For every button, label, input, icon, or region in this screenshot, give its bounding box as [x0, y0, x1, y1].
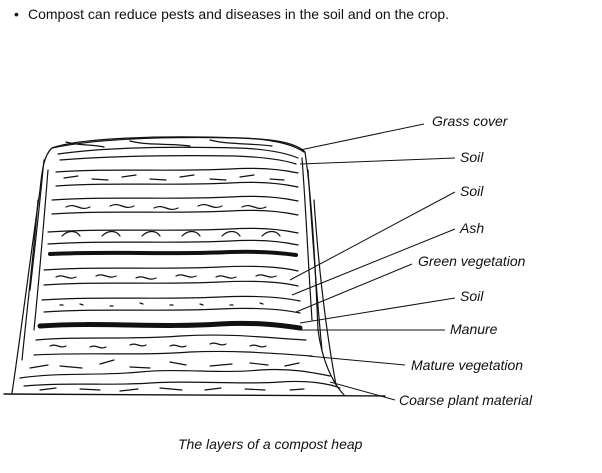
- ash-band: [48, 249, 298, 257]
- soil-top-layer: [55, 167, 299, 188]
- label-mature-vegetation: Mature vegetation: [411, 357, 524, 373]
- leader-coarse-plant: [329, 381, 396, 401]
- soil-lower-layer: [41, 295, 301, 314]
- label-green-vegetation: Green vegetation: [418, 253, 526, 269]
- leader-lines: [289, 123, 456, 401]
- leader-soil-top: [299, 157, 456, 165]
- label-soil-upper: Soil: [460, 183, 484, 199]
- coarse-plant-layer: [19, 359, 341, 392]
- label-soil-top: Soil: [460, 149, 484, 165]
- compost-heap: [3, 136, 386, 397]
- heap-outline: [11, 136, 345, 396]
- leader-green-vegetation: [295, 263, 413, 313]
- leader-grass-cover: [299, 123, 425, 151]
- diagram-caption: The layers of a compost heap: [178, 436, 363, 452]
- label-manure: Manure: [450, 321, 498, 337]
- label-grass-cover: Grass cover: [432, 113, 508, 129]
- label-ash: Ash: [460, 220, 485, 236]
- green-vegetation-layer: [43, 265, 299, 287]
- leader-mature-vegetation: [307, 355, 406, 366]
- soil-middle-layer: [47, 227, 299, 246]
- leader-soil-upper: [289, 191, 456, 281]
- leader-ash: [291, 228, 456, 296]
- label-soil-lower: Soil: [460, 288, 484, 304]
- bullet-symbol: •: [14, 6, 19, 22]
- grass-cover-layer: [21, 136, 337, 386]
- mature-vegetation-layer: [33, 334, 313, 357]
- soil-upper-layer: [51, 195, 299, 216]
- leader-soil-lower: [299, 297, 456, 324]
- bullet-point: • Compost can reduce pests and diseases i…: [14, 5, 449, 23]
- manure-band: [37, 320, 303, 331]
- bullet-text: Compost can reduce pests and diseases in…: [28, 6, 450, 22]
- ground-line: [3, 393, 386, 397]
- label-coarse-plant-material: Coarse plant material: [399, 392, 533, 408]
